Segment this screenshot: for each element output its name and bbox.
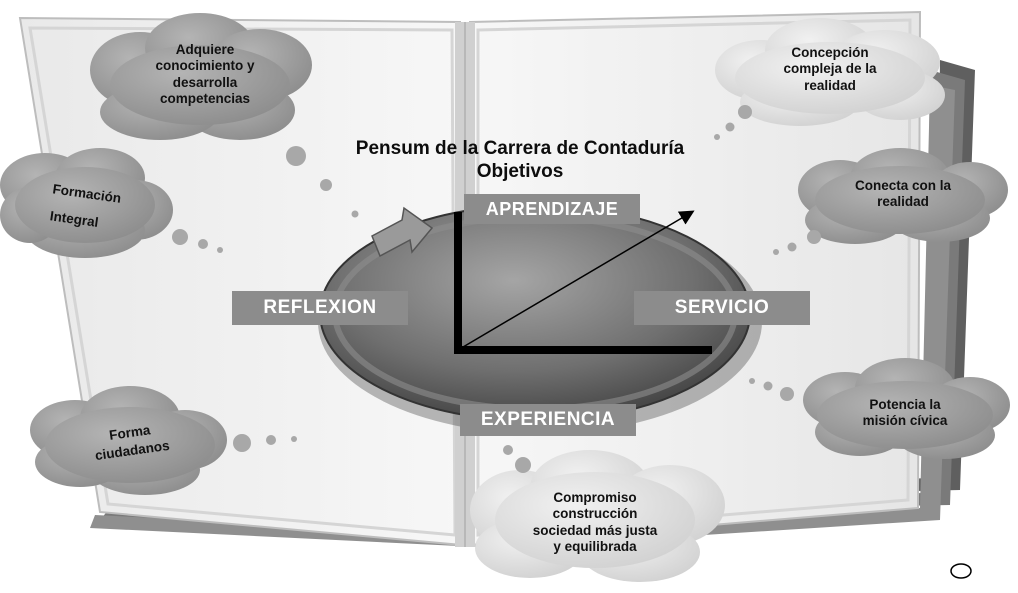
label-experiencia: EXPERIENCIA [460, 404, 636, 436]
thought-bubbles [172, 105, 821, 473]
label-aprendizaje: APRENDIZAJE [464, 194, 640, 224]
cloud-bottom-center [470, 450, 725, 582]
cloud-top-right [715, 18, 945, 126]
cycle-arrow-icon [371, 206, 434, 258]
cloud-text-mid-right: Conecta con la realidad [854, 178, 952, 210]
cloud-text-lower-right: Potencia la misión cívica [862, 397, 948, 429]
label-servicio: SERVICIO [634, 291, 810, 325]
cloud-mid-left [0, 148, 173, 258]
cloud-text-bottom-center: Compromiso construcción sociedad más jus… [532, 490, 658, 555]
cloud-text-top-left: Adquiere conocimiento y desarrolla compe… [155, 42, 255, 107]
axes-graphic [454, 210, 712, 354]
cloud-bottom-left [30, 386, 227, 495]
cloud-text-top-right: Concepción compleja de la realidad [783, 45, 877, 93]
title-line-2: Objetivos [476, 160, 564, 182]
cloud-mid-right [798, 148, 1008, 244]
title-line-1: Pensum de la Carrera de Contaduría [355, 138, 685, 159]
label-reflexion: REFLEXION [232, 291, 408, 325]
page-title: Pensum de la Carrera de Contaduría Objet… [300, 138, 740, 184]
cloud-lower-right [803, 358, 1010, 459]
cloud-top-left [90, 13, 312, 140]
outline-circle-icon [950, 563, 972, 579]
